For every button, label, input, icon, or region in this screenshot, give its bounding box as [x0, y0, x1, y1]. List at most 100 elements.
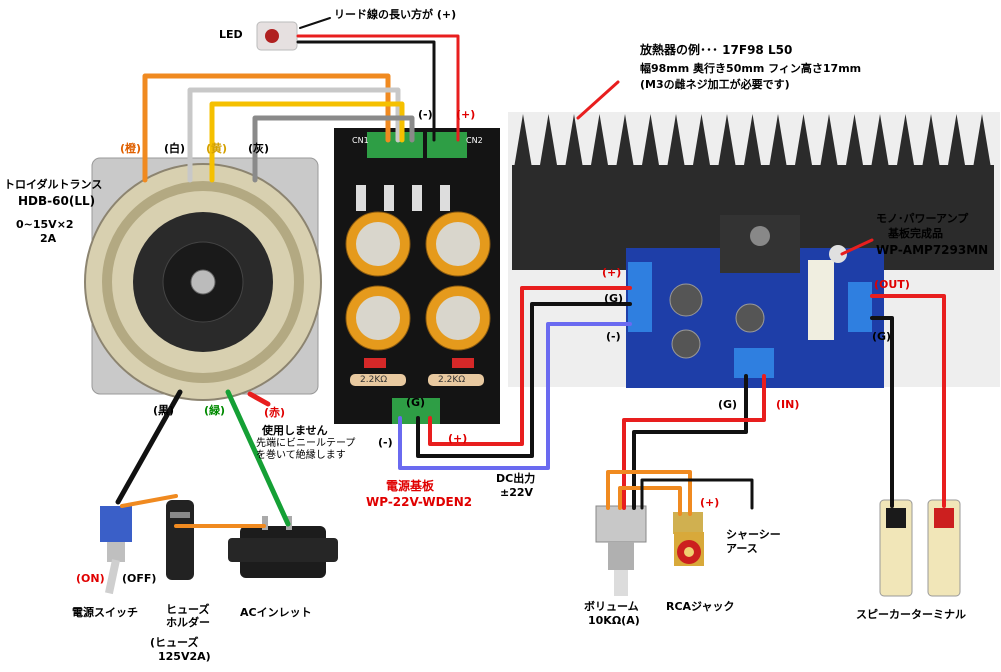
ac-inlet-flange: [228, 538, 338, 562]
transformer-bolt: [190, 269, 216, 295]
power-board: [334, 128, 500, 424]
capacitor-c1-top: [436, 296, 480, 340]
amp-ic-hole: [750, 226, 770, 246]
resistor-r1-label: 2.2KΩ: [438, 375, 466, 385]
led-note-plus: (+): [436, 8, 457, 21]
wire-label-black: (黒): [153, 404, 175, 417]
wire-green-to-inlet: [225, 389, 291, 527]
wire-label-green: (緑): [204, 404, 226, 417]
power-board-name: 電源基板: [386, 479, 435, 493]
transformer-spec1: 0~15V×2: [16, 218, 74, 231]
speaker-terminal-red-cap: [934, 508, 954, 528]
amp-out-terminal: [848, 282, 872, 332]
amp-pointer: [840, 238, 874, 256]
volume-bushing: [608, 542, 634, 570]
power-board-minus-top: (-): [418, 108, 433, 121]
wire-dc-ground: [416, 302, 632, 458]
wire-volume-to-rca-ground: [606, 470, 692, 516]
unused-line1: 使用しません: [262, 424, 328, 437]
diode-d4: [440, 185, 450, 211]
power-board-model: WP-22V-WDEN2: [366, 495, 473, 509]
cn1-terminal: [367, 132, 423, 158]
amp-film-capacitor: [808, 260, 834, 340]
wire-dc-plus: [428, 286, 632, 446]
heatsink-title: 放熱器の例･･･ 17F98 L50: [640, 43, 793, 57]
wire-label-orange: (橙): [120, 142, 142, 155]
amp-capacitor-1: [669, 283, 703, 317]
switch-body: [100, 506, 132, 542]
ac-inlet-pin-1: [262, 516, 268, 530]
amp-model: WP-AMP7293MN: [876, 243, 989, 257]
fuse-line4: 125V2A): [158, 650, 211, 663]
amp-g-label: (G): [604, 292, 624, 305]
wire-white: [187, 87, 401, 183]
rca-pin: [684, 547, 694, 557]
fuse-holder-ring: [170, 512, 190, 518]
resistor-r1: [428, 374, 484, 386]
capacitor-c3-top: [356, 222, 400, 266]
rca-jack-component: [673, 512, 704, 566]
amp-g-right-label: (G): [872, 330, 892, 343]
volume-shaft: [614, 570, 628, 596]
wire-switch-to-fuse: [120, 494, 178, 508]
heatsink-fin: [718, 114, 736, 168]
heatsink-fins: [514, 114, 991, 168]
amp-g-in-label: (G): [718, 398, 738, 411]
switch-lever: [105, 559, 120, 595]
fuse-line3: (ヒューズ: [150, 636, 199, 649]
heatsink-fin: [820, 114, 838, 168]
speaker-name: スピーカーターミナル: [856, 608, 966, 621]
heatsink-size: 幅98mm 奥行き50mm フィン高さ17mm: [640, 62, 862, 75]
wire-speaker-ground: [870, 316, 894, 508]
heatsink-fin: [514, 114, 532, 168]
capacitor-c2-top: [436, 222, 480, 266]
switch-off-label: (OFF): [122, 572, 157, 585]
wire-label-yellow: (黄): [206, 142, 228, 155]
heatsink-fin: [667, 114, 685, 168]
wire-label-gray: (灰): [248, 142, 270, 155]
wires: [115, 17, 946, 528]
heatsink-fin: [794, 114, 813, 168]
amp-capacitor-3: [735, 303, 765, 333]
heatsink-fin: [641, 114, 660, 168]
switch-name: 電源スイッチ: [72, 606, 138, 619]
rca-lug: [673, 512, 703, 534]
led-label: LED: [219, 28, 243, 41]
resistor-r2-label: 2.2KΩ: [360, 375, 388, 385]
heatsink-fin: [947, 114, 966, 168]
power-board-minus-bottom: (-): [378, 436, 393, 449]
wire-label-white: (白): [164, 142, 186, 155]
led-note-text: リード線の長い方が: [334, 8, 433, 21]
fuse-line1: ヒューズ: [166, 603, 210, 616]
wire-label-red: (赤): [264, 406, 286, 419]
amp-line1: モノ･パワーアンプ: [876, 212, 969, 225]
ac-inlet-name: ACインレット: [240, 606, 312, 619]
power-board-plus-top: (+): [456, 108, 476, 121]
led-power-left: [364, 358, 386, 368]
led-lens: [265, 29, 279, 43]
transformer-model: HDB-60(LL): [18, 194, 96, 208]
heatsink-fin: [692, 114, 711, 168]
switch-bushing: [107, 542, 125, 562]
wire-dc-minus: [398, 322, 632, 470]
unused-line2: 先端にビニールテープ: [256, 438, 356, 449]
wire-input-signal: [622, 374, 766, 510]
switch-on-label: (ON): [76, 572, 105, 585]
wire-led-minus: [296, 40, 436, 142]
heatsink-fin: [922, 114, 940, 168]
rca-plus-label: (+): [700, 496, 720, 509]
wire-black-to-switch: [115, 389, 183, 505]
volume-body: [595, 505, 647, 543]
volume-line2: 10KΩ(A): [588, 614, 640, 627]
transformer-name: トロイダルトランス: [4, 178, 103, 191]
heatsink-fin: [845, 114, 864, 168]
chassis-line2: アース: [726, 542, 758, 555]
heatsink-fin: [565, 114, 583, 168]
wire-orange: [142, 73, 391, 183]
amp-in-terminal: [734, 348, 774, 378]
wire-gray: [252, 115, 415, 183]
dc-out-line2: ±22V: [500, 486, 534, 499]
power-board-g-bottom: (G): [406, 396, 426, 409]
wire-chassis-ground: [640, 478, 754, 510]
